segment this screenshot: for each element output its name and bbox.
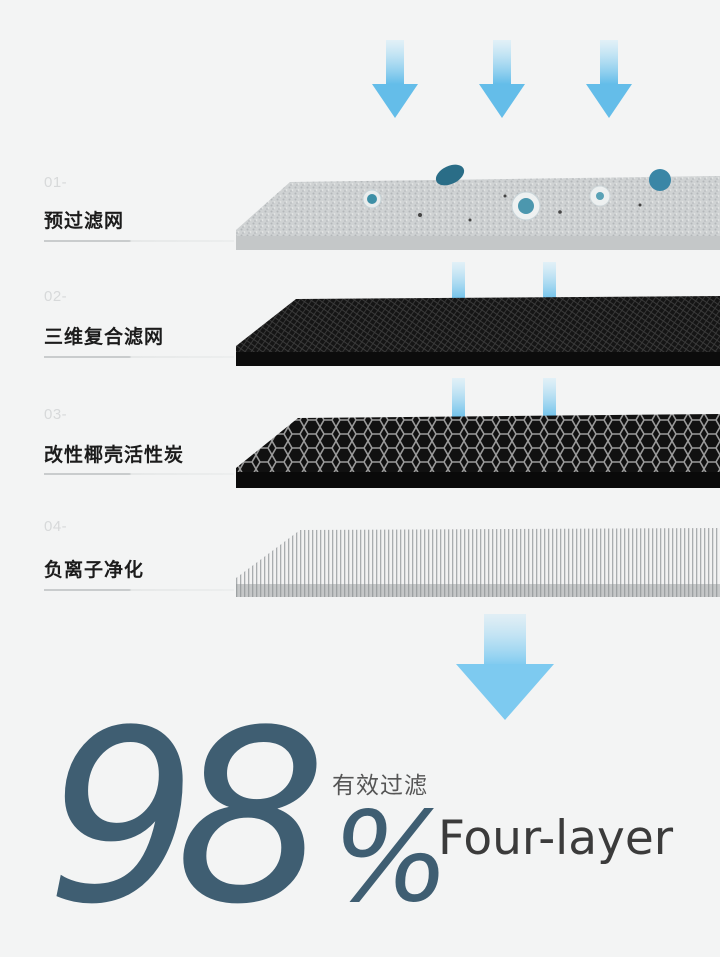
- outflow-arrow-icon: [456, 614, 554, 720]
- divider: [44, 589, 234, 591]
- divider: [44, 473, 234, 475]
- layer-number: 03-: [44, 406, 68, 423]
- layer-number: 01-: [44, 174, 68, 191]
- divider: [44, 356, 234, 358]
- filter-infographic: 01- 预过滤网 02- 三维复合滤网 03- 改性椰壳活性炭 04- 负离子净…: [44, 40, 720, 938]
- airflow-arrow-icon: [372, 40, 418, 118]
- negative-ion-layer: [236, 528, 720, 597]
- efficiency-caption: 有效过滤: [332, 773, 428, 799]
- layer-name: 三维复合滤网: [44, 326, 165, 348]
- english-caption: Four-layer: [438, 811, 674, 866]
- layer-name: 预过滤网: [44, 210, 125, 232]
- layer-number: 04-: [44, 518, 68, 535]
- percent-sign: %: [332, 786, 450, 930]
- efficiency-number: 98: [46, 680, 327, 957]
- prefilter-layer: [236, 164, 720, 250]
- layer-name: 改性椰壳活性炭: [44, 444, 185, 466]
- layer-name: 负离子净化: [44, 559, 145, 581]
- airflow-arrow-icon: [479, 40, 525, 118]
- divider: [44, 240, 234, 242]
- filter-layers-illustration: [236, 40, 720, 720]
- activated-carbon-layer: [236, 414, 720, 488]
- composite-mesh-layer: [236, 296, 720, 366]
- layer-number: 02-: [44, 288, 68, 305]
- dust-particle-icon: [362, 164, 671, 222]
- airflow-arrow-icon: [586, 40, 632, 118]
